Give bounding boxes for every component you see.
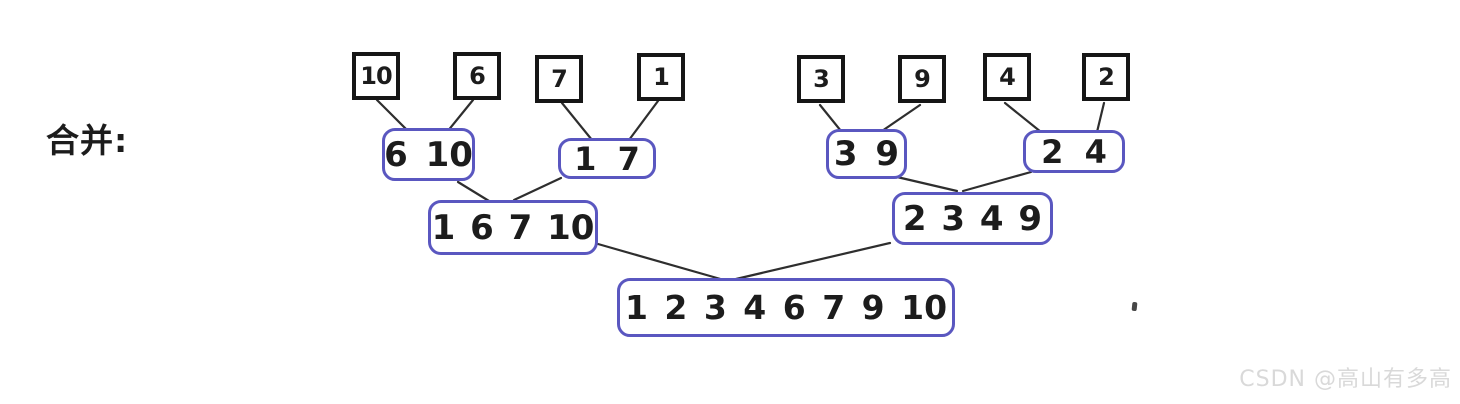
merge-box-1-6-7-10: 1 6 7 10 (428, 200, 598, 255)
leaf-box-2: 2 (1082, 53, 1130, 101)
merge-box-2-3-4-9: 2 3 4 9 (892, 192, 1053, 245)
watermark-text: CSDN @高山有多高 (1239, 367, 1452, 392)
stray-mark (1131, 301, 1138, 312)
leaf-box-10: 10 (352, 52, 400, 100)
merge-box-3-9: 3 9 (826, 129, 907, 179)
merge-box-2-4: 2 4 (1023, 130, 1125, 173)
merge-box-6-10: 6 10 (382, 128, 475, 181)
leaf-box-3: 3 (797, 55, 845, 103)
merge-box-1-7: 1 7 (558, 138, 656, 179)
leaf-box-4: 4 (983, 53, 1031, 101)
merge-label: 合并: (46, 121, 129, 160)
leaf-box-6: 6 (453, 52, 501, 100)
leaf-box-7: 7 (535, 55, 583, 103)
leaf-box-1: 1 (637, 53, 685, 101)
leaf-box-9: 9 (898, 55, 946, 103)
merge-box-root: 1 2 3 4 6 7 9 10 (617, 278, 955, 337)
